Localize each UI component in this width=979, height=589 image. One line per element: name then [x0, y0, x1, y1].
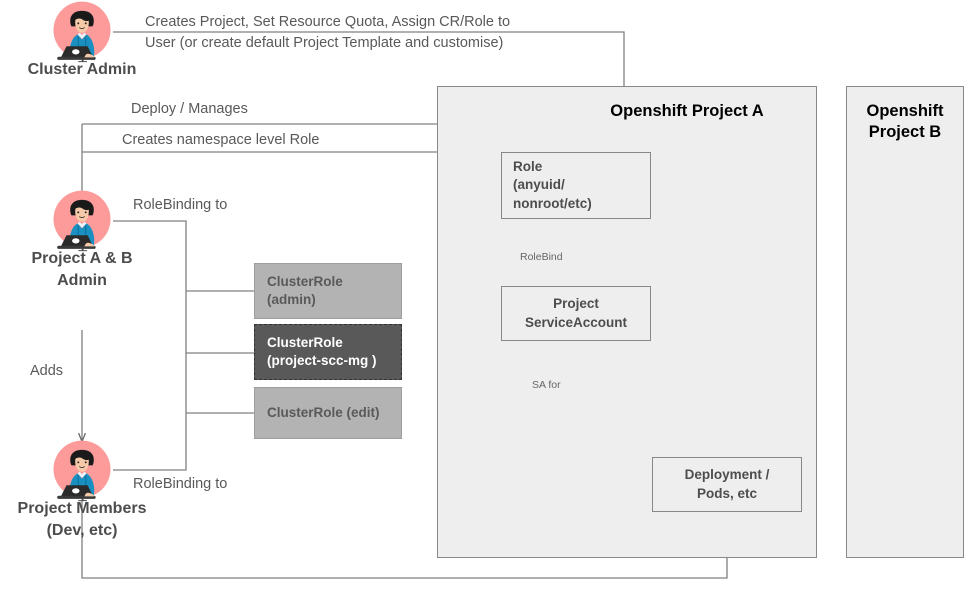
- clusterrole-project-scc-mg[interactable]: ClusterRole (project-scc-mg ): [254, 324, 402, 380]
- zone-title-project-b: Openshift Project B: [866, 102, 944, 141]
- clusterrole-admin[interactable]: ClusterRole (admin): [254, 263, 402, 319]
- node-role[interactable]: Role (anyuid/ nonroot/etc): [501, 152, 651, 219]
- label-rolebind: RoleBind: [520, 251, 563, 263]
- clusterrole-edit[interactable]: ClusterRole (edit): [254, 387, 402, 439]
- node-deployment-pods[interactable]: Deployment / Pods, etc: [652, 457, 802, 512]
- node-project-serviceaccount[interactable]: Project ServiceAccount: [501, 286, 651, 341]
- label-rolebinding-members: RoleBinding to: [133, 476, 228, 492]
- zone-title-project-a: Openshift Project A: [610, 102, 764, 120]
- actor-label-project-admin: Project A & B Admin: [31, 250, 133, 289]
- label-sa-for: SA for: [532, 379, 561, 391]
- wire-rolebinding-spine: [113, 220, 187, 471]
- actor-label-cluster-admin: Cluster Admin: [27, 61, 137, 78]
- zone-openshift-project-b: [846, 86, 964, 558]
- wire-cluster-admin-to-project-a: [113, 31, 625, 86]
- label-creates-project: Creates Project, Set Resource Quota, Ass…: [145, 14, 511, 51]
- label-deploy-manages: Deploy / Manages: [131, 101, 248, 117]
- person-at-laptop-avatar: [53, 190, 111, 252]
- actor-label-project-members: Project Members (Dev, etc): [17, 500, 147, 539]
- label-rolebinding-admin: RoleBinding to: [133, 197, 228, 213]
- person-at-laptop-avatar: [53, 1, 111, 63]
- person-at-laptop-avatar: [53, 440, 111, 502]
- label-adds: Adds: [30, 363, 64, 379]
- label-creates-namespace-role: Creates namespace level Role: [122, 132, 320, 148]
